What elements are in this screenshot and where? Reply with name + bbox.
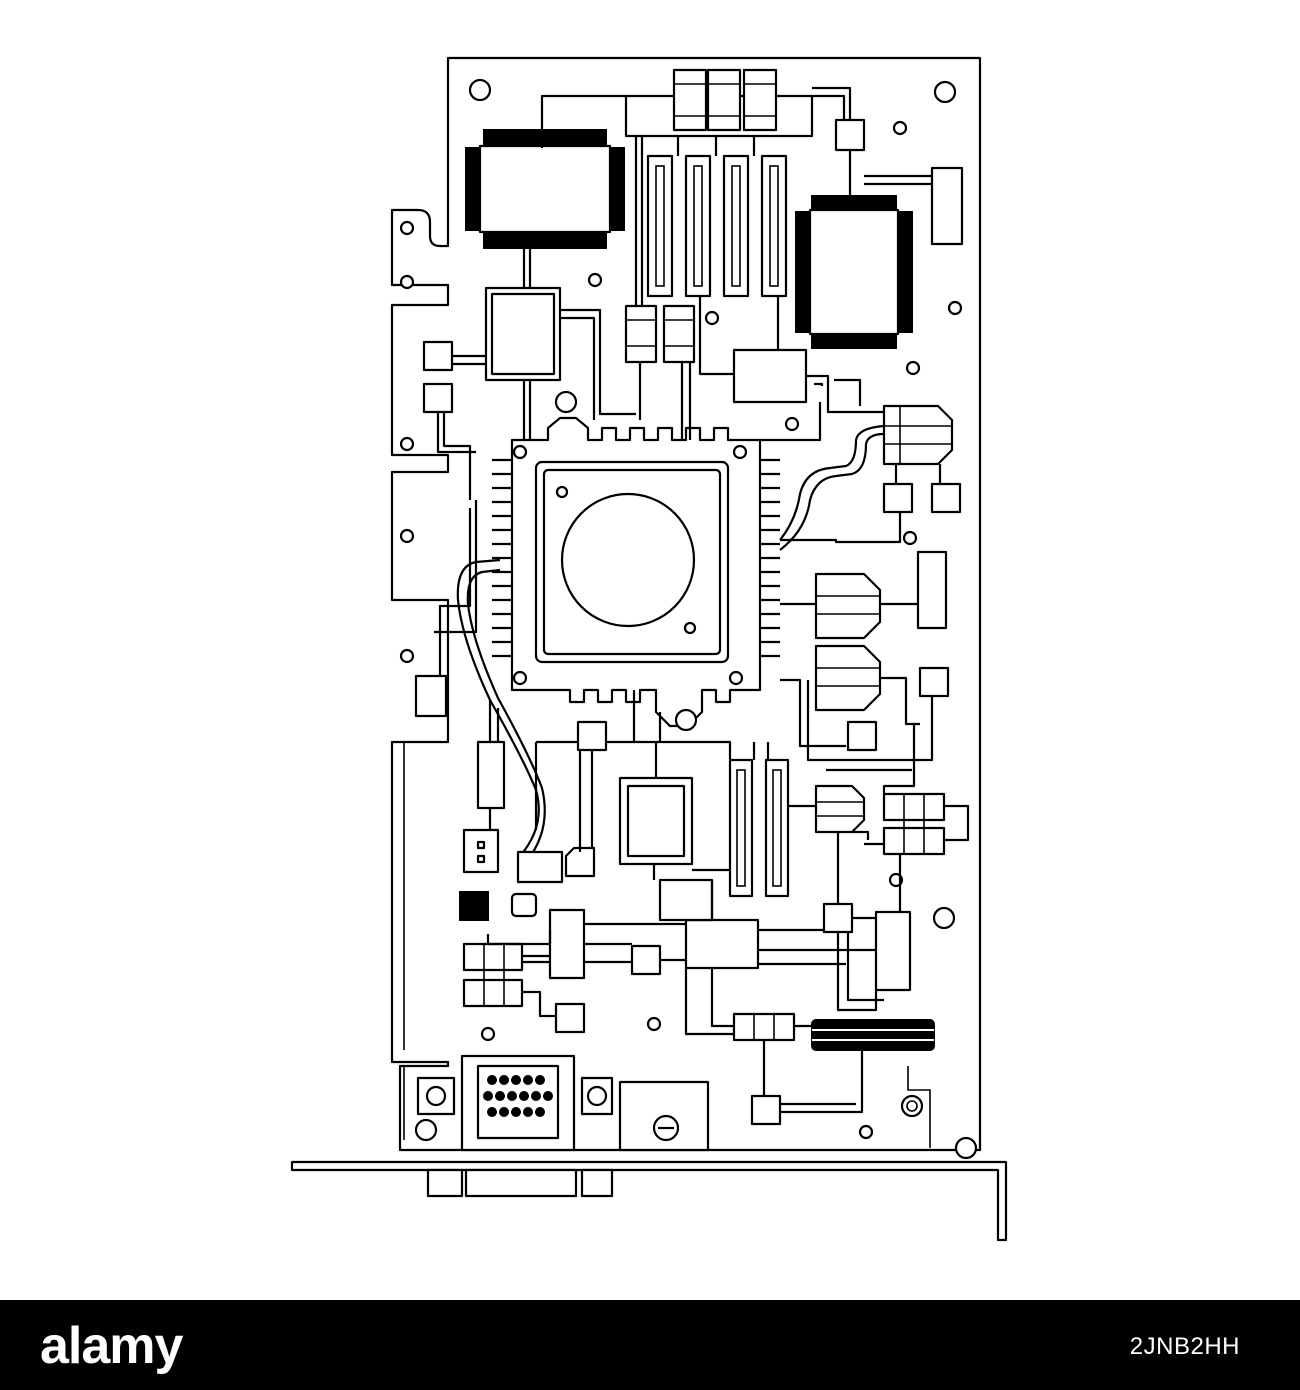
transistor-icons: [414, 118, 962, 1126]
vga-connector: [416, 1054, 710, 1152]
cooling-fan-icon: [560, 492, 696, 628]
top-connectors: [624, 68, 814, 138]
inductor-icons: [814, 404, 954, 834]
mounting-holes: [399, 78, 978, 1160]
gpu-heatsink: [492, 390, 780, 732]
illustration-area: [290, 56, 1008, 1242]
bracket-tab-left: [426, 1168, 464, 1198]
lower-slots: [728, 758, 790, 898]
bracket-tab-right: [580, 1168, 614, 1198]
dip-chips: [548, 878, 912, 992]
vga-port-icon: [464, 1168, 578, 1198]
fan-header-icon: [459, 828, 596, 921]
memory-slots: [646, 154, 788, 298]
bios-chip-icon: [618, 776, 694, 866]
footer-bar: alamy 2JNB2HH: [0, 1300, 1300, 1390]
processor-chip-icon: [465, 129, 625, 249]
memory-chip-icon: [795, 195, 913, 349]
board-outline: [390, 56, 982, 1152]
circuit-traces: [434, 86, 970, 1114]
controller-chip-icon: [484, 286, 562, 382]
circuit-board-icon: [290, 56, 1008, 1242]
board-inner-edge: [403, 742, 931, 1148]
mounting-bracket: [290, 1160, 1008, 1242]
image-id-label: 2JNB2HH: [1129, 1333, 1240, 1360]
pin-header-icon: [811, 1019, 935, 1051]
regulator-block: [732, 348, 808, 404]
capacitor-icon: [476, 166, 964, 810]
brand-logo[interactable]: alamy: [40, 1317, 183, 1375]
